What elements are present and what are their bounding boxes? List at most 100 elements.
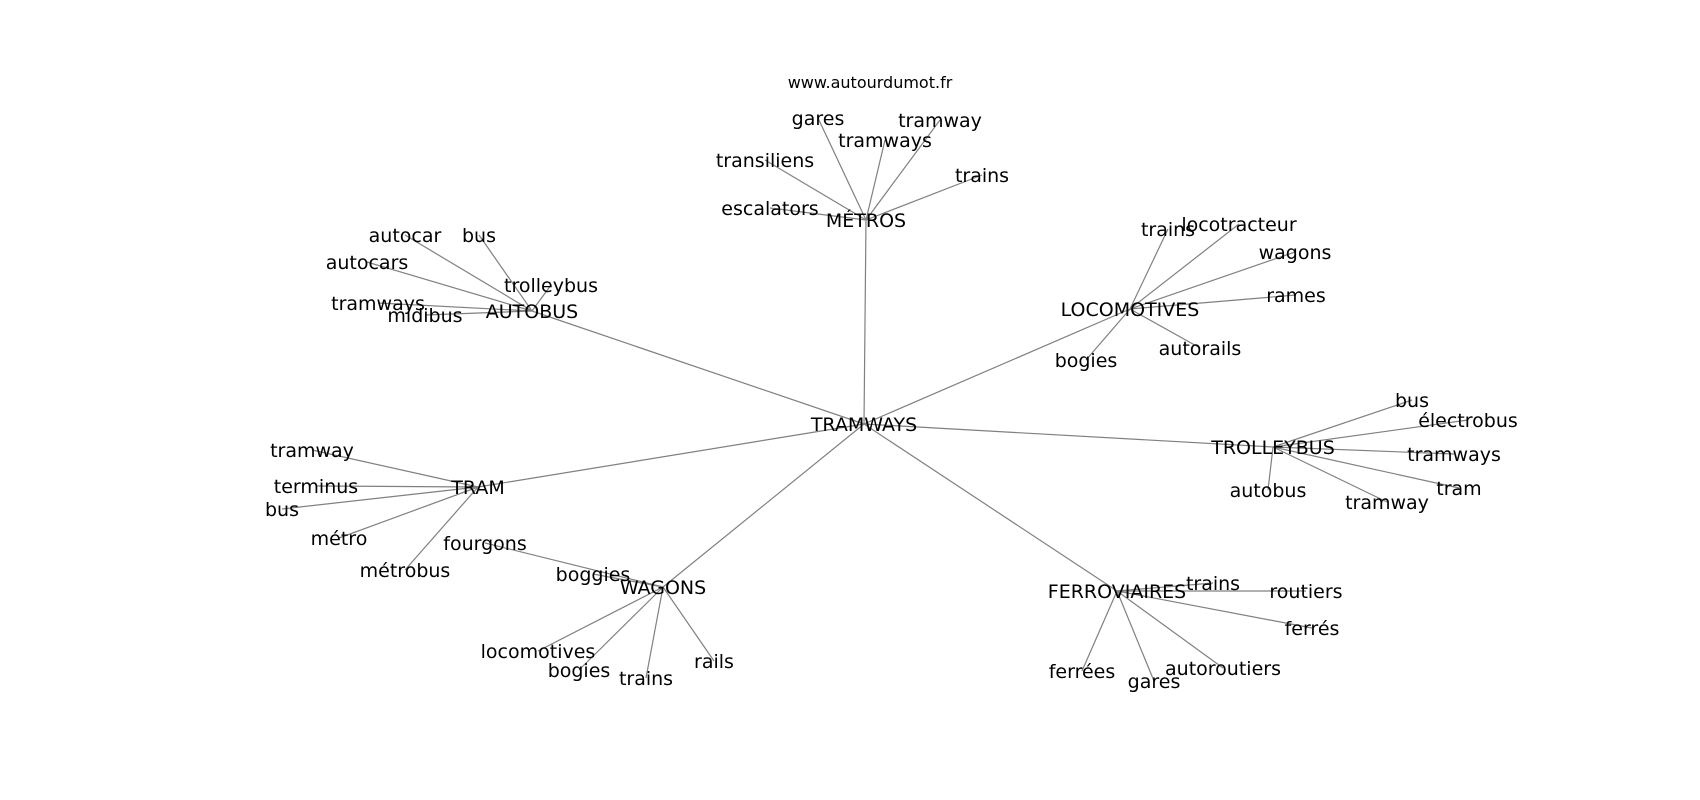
- leaf-node: midibus: [387, 305, 462, 327]
- leaf-node: bus: [1395, 390, 1429, 412]
- leaf-edge: [1081, 590, 1118, 672]
- group-node: WAGONS: [620, 577, 706, 599]
- leaf-edge: [338, 486, 479, 539]
- leaf-node: rames: [1266, 285, 1326, 307]
- leaf-edge: [531, 284, 552, 312]
- leaf-node: tramways: [838, 130, 932, 152]
- leaf-edge: [1116, 582, 1214, 592]
- leaf-node: tram: [1436, 478, 1481, 500]
- hub-edge: [863, 423, 1274, 448]
- leaf-node: autoroutiers: [1165, 658, 1281, 680]
- group-node: LOCOMOTIVES: [1061, 299, 1200, 321]
- leaf-node: autobus: [1230, 480, 1307, 502]
- leaf-edge: [592, 573, 664, 588]
- leaf-edge: [1272, 446, 1460, 489]
- leaf-node: tramways: [331, 293, 425, 315]
- leaf-edge: [1116, 590, 1313, 629]
- leaf-node: rails: [694, 651, 734, 673]
- leaf-edge: [1272, 399, 1413, 448]
- leaf-node: fourgons: [443, 533, 526, 555]
- leaf-edge: [662, 586, 715, 662]
- leaf-edge: [315, 485, 479, 488]
- group-node: MÉTROS: [826, 209, 906, 232]
- leaf-edge: [817, 117, 867, 221]
- leaf-node: métro: [311, 528, 368, 550]
- leaf-node: trains: [1141, 219, 1195, 241]
- leaf-edge: [1129, 251, 1296, 310]
- leaf-edge: [1272, 446, 1455, 455]
- leaf-edge: [377, 302, 533, 312]
- leaf-node: trolleybus: [504, 275, 598, 297]
- leaf-edge: [1129, 223, 1240, 310]
- leaf-edge: [281, 486, 479, 510]
- leaf-edge: [478, 234, 533, 312]
- leaf-node: tramway: [270, 440, 354, 462]
- leaf-edge: [424, 310, 533, 316]
- group-node: FERROVIAIRES: [1048, 581, 1186, 603]
- leaf-edge: [1272, 446, 1388, 503]
- leaf-node: gares: [792, 108, 845, 130]
- leaf-node: tramways: [1407, 444, 1501, 466]
- leaf-edge: [1085, 308, 1131, 361]
- hub-edge: [531, 310, 865, 425]
- leaf-node: boggies: [556, 564, 631, 586]
- leaf-edge: [1129, 294, 1297, 310]
- leaf-edge: [1116, 590, 1224, 669]
- hub-edge: [863, 219, 867, 425]
- leaf-edge: [404, 234, 533, 312]
- leaf-node: tramway: [1345, 492, 1429, 514]
- leaf-edge: [1272, 419, 1469, 448]
- leaf-node: ferrés: [1285, 618, 1340, 640]
- leaf-edge: [404, 486, 479, 571]
- leaf-node: métrobus: [360, 560, 451, 582]
- leaf-node: routiers: [1269, 581, 1342, 603]
- leaf-node: autocar: [369, 225, 442, 247]
- leaf-node: bogies: [1055, 350, 1118, 372]
- leaf-edge: [865, 119, 941, 221]
- leaf-edge: [366, 261, 533, 312]
- leaf-edge: [1129, 308, 1201, 349]
- leaf-edge: [769, 207, 867, 221]
- leaf-node: autorails: [1159, 338, 1242, 360]
- leaf-edge: [1116, 590, 1155, 682]
- leaf-node: électrobus: [1418, 410, 1518, 432]
- leaf-edge: [578, 586, 664, 671]
- leaf-node: escalators: [721, 198, 818, 220]
- leaf-node: locomotives: [481, 641, 596, 663]
- leaf-node: transiliens: [716, 150, 814, 172]
- leaf-edge: [484, 542, 664, 588]
- source-credit: www.autourdumot.fr: [788, 73, 953, 92]
- hub-edge: [662, 423, 865, 588]
- leaf-edge: [1129, 228, 1169, 310]
- leaf-edge: [645, 586, 664, 679]
- group-node: TRAM: [450, 477, 504, 499]
- leaf-node: tramway: [898, 110, 982, 132]
- leaf-node: gares: [1128, 671, 1181, 693]
- leaf-node: trains: [955, 165, 1009, 187]
- leaf-node: trains: [619, 668, 673, 690]
- leaf-edge: [1267, 446, 1274, 491]
- leaf-node: terminus: [274, 476, 358, 498]
- leaf-edge: [865, 174, 983, 221]
- leaf-edge: [764, 159, 867, 221]
- group-node: TROLLEYBUS: [1210, 437, 1335, 459]
- leaf-node: ferrées: [1049, 661, 1116, 683]
- hub-edge: [863, 308, 1131, 425]
- leaf-edge: [537, 586, 664, 652]
- leaf-node: autocars: [326, 252, 409, 274]
- group-node: AUTOBUS: [486, 301, 578, 323]
- leaf-node: bogies: [548, 660, 611, 682]
- leaf-edge: [311, 449, 479, 488]
- leaf-node: trains: [1186, 573, 1240, 595]
- hub-edge: [863, 423, 1118, 592]
- hub-edge: [477, 423, 865, 488]
- leaf-node: wagons: [1259, 242, 1332, 264]
- leaf-node: bus: [462, 225, 496, 247]
- leaf-node: bus: [265, 499, 299, 521]
- leaf-node: locotracteur: [1181, 214, 1297, 236]
- edges-layer: [281, 117, 1469, 682]
- leaf-edge: [865, 139, 886, 221]
- center-node: TRAMWAYS: [810, 414, 917, 436]
